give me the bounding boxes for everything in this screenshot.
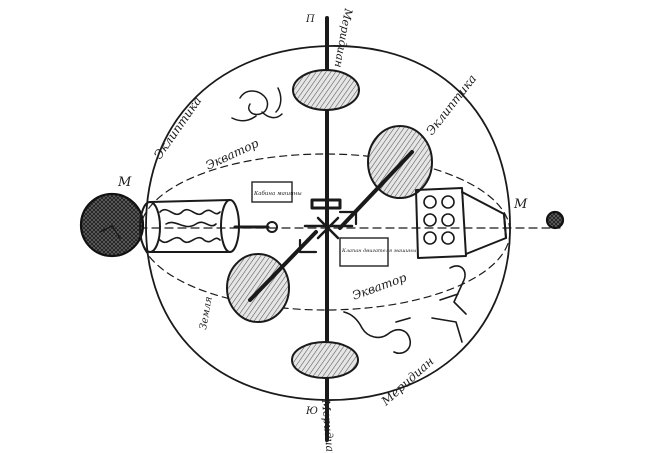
lower-arm [248, 230, 318, 302]
upper-label-box [251, 181, 293, 203]
equator-top-label: Экватор [203, 136, 261, 173]
upper-label-text: Кабина машины [253, 190, 302, 197]
lower-center-figure [343, 311, 412, 355]
upper-arm [338, 150, 414, 230]
lower-label-box [339, 237, 389, 267]
top-disk [292, 69, 360, 111]
sphere-mark [99, 225, 121, 239]
meridian-top-label: Меридиан [332, 6, 355, 68]
bottom-disk [291, 341, 359, 379]
star-left-label: М [117, 175, 132, 190]
meridian-bottom-label: Меридиан [319, 398, 337, 453]
star-right-label: М [513, 197, 528, 212]
lower-label-text: Клапан двигателя машины [341, 248, 416, 254]
meridian-right-lower-label: Меридиан [378, 354, 437, 409]
upper-left-creature [231, 87, 283, 122]
lower-left-disk [226, 253, 290, 323]
right-small-body [545, 210, 565, 230]
pole-top-label: П [305, 14, 315, 25]
ecliptic-left-label: Эклиптика [151, 94, 204, 162]
left-dark-sphere [79, 192, 145, 258]
right-rocket [415, 187, 507, 259]
pole-bottom-label: Ю [305, 406, 318, 417]
body-mark-label: Земля [198, 296, 215, 331]
lower-right-figure [431, 265, 467, 343]
equator-orbit [139, 153, 511, 311]
central-hub [298, 198, 358, 254]
equator-bottom-label: Экватор [350, 270, 408, 303]
left-cylinder [139, 199, 278, 253]
